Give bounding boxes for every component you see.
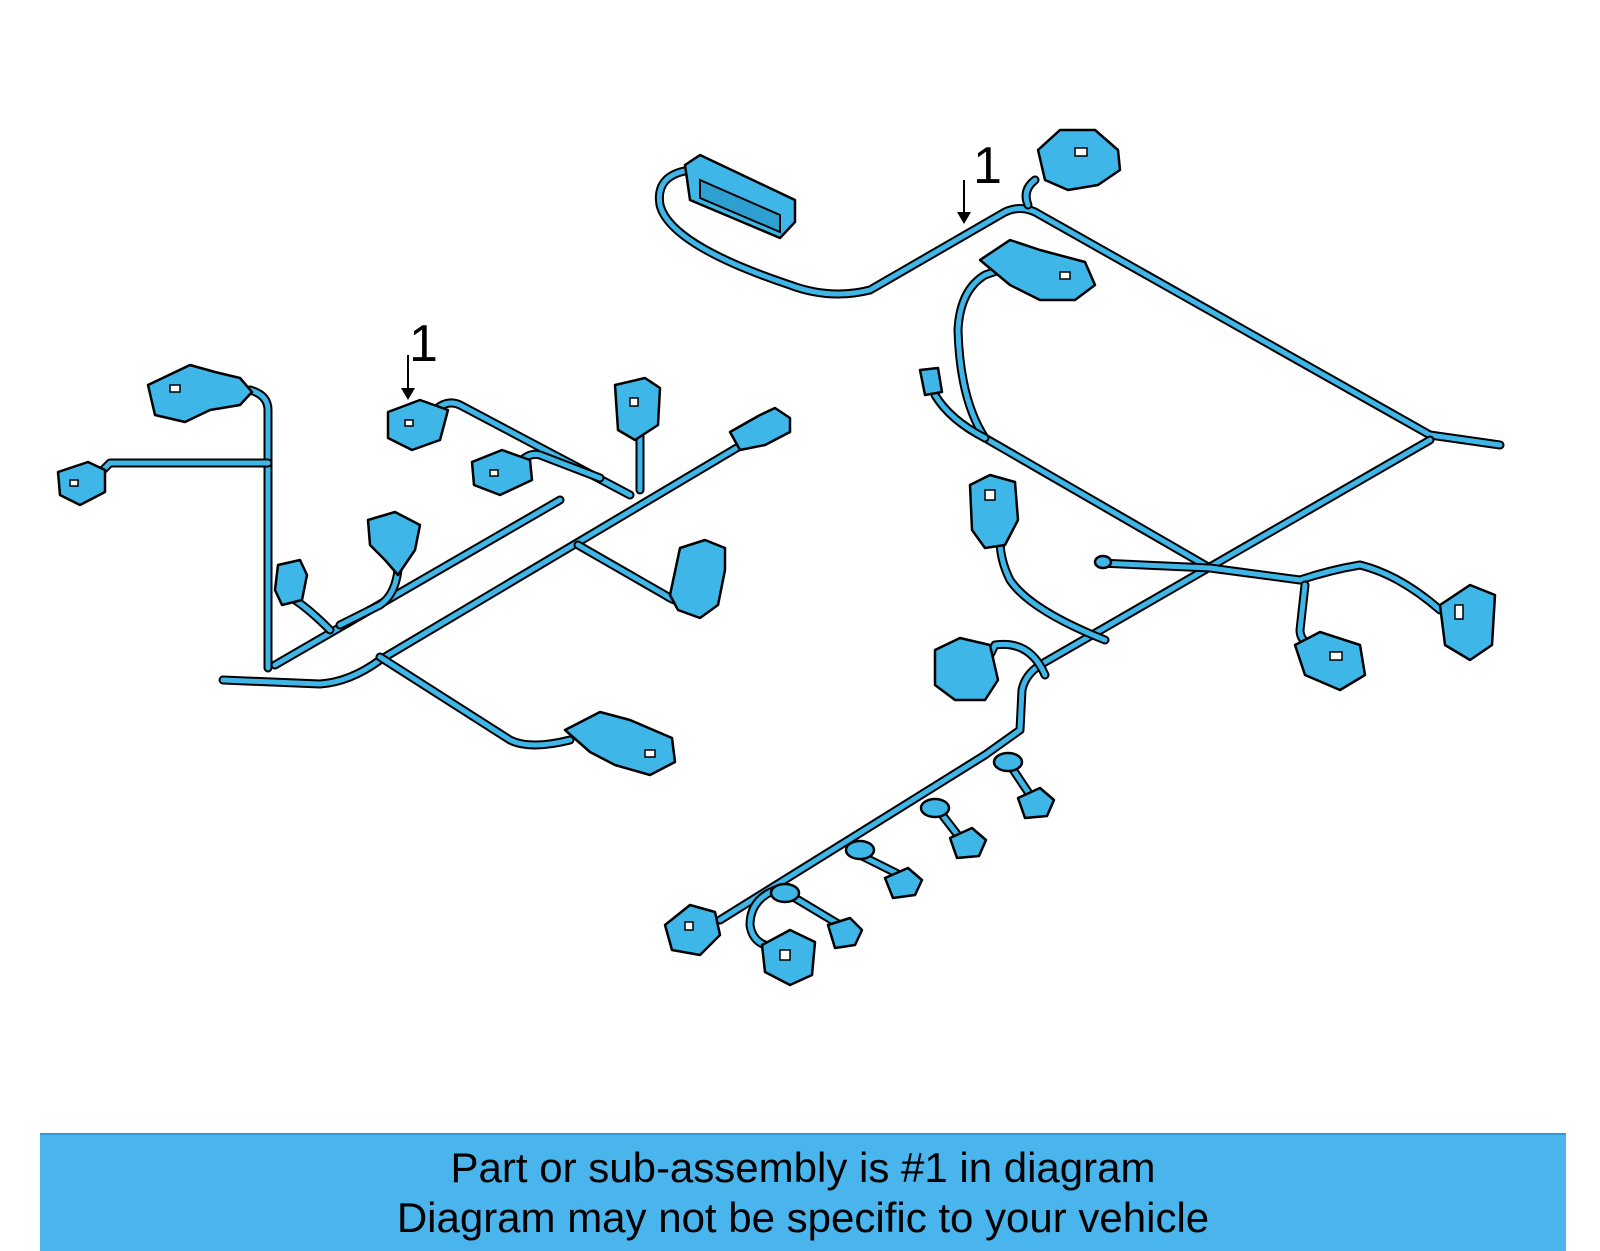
connector-right-upper [978,238,1097,302]
right-harness [654,128,1505,987]
connector-right-small-2 [883,866,924,900]
connector-left-mid-a [386,398,450,452]
footer-line-disclaimer: Diagram may not be specific to your vehi… [396,1194,1210,1241]
right-harness-connectors [663,128,1497,987]
connector-right-lower-left [663,903,722,957]
callout-label-right: 1 [973,137,1002,195]
connector-right-round [933,636,1000,702]
callout-label-left: 1 [409,315,438,373]
connector-right-small-3 [948,826,988,860]
connector-right-far-a [1438,583,1497,662]
connector-right-tiny [918,366,944,397]
connector-right-top [1036,128,1122,192]
connector-right-ring [1093,554,1113,570]
callout-arrow-right [957,180,971,224]
connector-left-small-a [273,558,309,607]
left-harness-connectors [56,363,792,777]
connector-left-top [146,363,254,424]
connector-left-far [56,460,107,507]
footer-banner: Part or sub-assembly is #1 in diagram Di… [40,1133,1566,1251]
connector-left-right [728,406,792,452]
callout-arrow-left [401,355,415,400]
grommet-3 [919,797,951,819]
left-harness [56,355,792,777]
connector-left-bottom [563,710,677,777]
grommet-2 [844,839,876,861]
connector-left-small-b [366,510,422,577]
connector-right-small-4 [1016,786,1056,820]
connector-right-block [683,153,797,240]
wiring-harness-diagram: .wire-o { fill: none; stroke: #000; stro… [56,128,1505,987]
connector-left-round [668,538,727,620]
left-harness-wires [90,385,750,750]
footer-line-part: Part or sub-assembly is #1 in diagram [450,1144,1156,1191]
connector-right-small-1 [826,916,864,950]
connector-left-mid-b [470,448,534,497]
connector-left-mid-c [613,376,662,442]
grommet-4 [992,751,1024,773]
connector-right-mid [968,473,1020,550]
connector-right-lower-b [760,928,817,987]
connector-right-far-b [1293,630,1367,692]
grommet-1 [769,882,801,904]
